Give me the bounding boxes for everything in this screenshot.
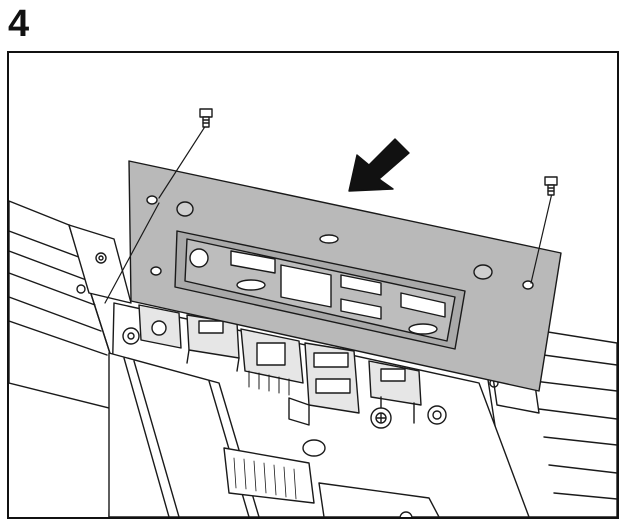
m2-slot: [223, 447, 315, 504]
arrow-down-left-icon: [348, 138, 410, 192]
io-shield-plate: [128, 160, 562, 392]
screw-icon: [199, 108, 213, 118]
standoff-screw: [370, 407, 392, 429]
board-io-ports: [122, 304, 447, 429]
usb-stack-board: [288, 342, 360, 426]
screw-left: [158, 108, 213, 199]
hdmi-port-board-2: [368, 360, 422, 424]
motherboard: [108, 302, 530, 517]
audio-jack: [122, 304, 182, 349]
hdmi-cutout-1: [230, 250, 276, 274]
screw-icon: [544, 176, 558, 186]
screw-right: [530, 176, 558, 284]
standoff: [427, 405, 447, 425]
guide-line-left: [104, 202, 160, 304]
step-number: 4: [8, 3, 30, 45]
illustration-frame: [7, 51, 619, 519]
assembly-illustration: [9, 108, 617, 517]
memory-module: [108, 352, 260, 517]
board-button: [302, 439, 326, 457]
shield-screw-hole: [146, 195, 158, 205]
hdmi-cutout-2: [400, 292, 446, 318]
ethernet-port-board: [240, 328, 304, 396]
shield-screw-hole: [150, 266, 162, 276]
audio-cutout: [189, 248, 209, 268]
usb-cutout-2: [340, 298, 382, 320]
ethernet-cutout: [280, 264, 332, 308]
usb-cutout-1: [340, 274, 382, 296]
